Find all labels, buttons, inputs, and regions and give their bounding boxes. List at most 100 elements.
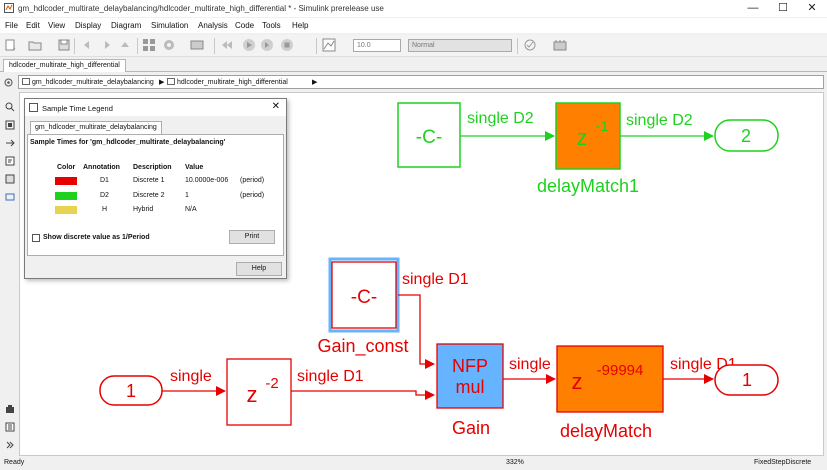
delay-input-block[interactable]: z -2 — [226, 358, 292, 426]
save-icon[interactable] — [57, 38, 71, 52]
menu-analysis[interactable]: Analysis — [198, 21, 228, 30]
model-settings-icon[interactable] — [162, 38, 176, 52]
forward-icon[interactable] — [100, 38, 114, 52]
scope-icon[interactable] — [322, 38, 336, 52]
status-zoom: 332% — [506, 459, 524, 466]
maximize-button[interactable]: ☐ — [778, 2, 788, 14]
signal-label-delay1-out: single D2 — [626, 112, 693, 129]
image-icon[interactable] — [5, 174, 15, 184]
close-button[interactable]: ✕ — [807, 2, 817, 14]
gain-const-name: Gain_const — [317, 336, 408, 357]
svg-text:z: z — [577, 125, 588, 150]
outport-2[interactable]: 2 — [714, 119, 779, 152]
legend-title-bar: Sample Time Legend ✕ — [25, 99, 286, 116]
legend-window-icon — [29, 103, 38, 112]
menu-help[interactable]: Help — [292, 21, 309, 30]
legend-col-color: Color — [57, 164, 76, 171]
model-explorer-icon[interactable] — [190, 38, 204, 52]
signal-delay-in-out[interactable] — [291, 390, 435, 400]
stop-time-field[interactable]: 10.0 — [353, 39, 401, 52]
step-back-icon[interactable] — [220, 38, 234, 52]
const-d2-block[interactable]: -C- — [397, 102, 461, 168]
fit-to-view-icon[interactable] — [5, 120, 15, 130]
delay-match1-block[interactable]: z -1 delayMatch1 — [537, 102, 639, 196]
screenshot-icon[interactable] — [5, 404, 15, 414]
open-folder-icon[interactable] — [28, 38, 42, 52]
title-bar: gm_hdlcoder_multirate_delaybalancing/hdl… — [0, 0, 827, 17]
gain-block[interactable]: NFP mul Gain — [436, 343, 504, 438]
gain-name: Gain — [452, 418, 490, 438]
arrow-icon[interactable] — [5, 138, 15, 148]
menu-tools[interactable]: Tools — [262, 21, 281, 30]
expand-palette-icon[interactable] — [5, 440, 15, 450]
legend-swatch — [55, 177, 77, 185]
hide-explorer-icon[interactable] — [4, 78, 13, 87]
back-icon[interactable] — [80, 38, 94, 52]
breadcrumb-child[interactable]: hdlcoder_multirate_high_differential — [167, 78, 288, 86]
new-model-icon[interactable] — [3, 38, 17, 52]
menu-bar: File Edit View Display Diagram Simulatio… — [0, 18, 827, 33]
status-ready: Ready — [4, 459, 25, 466]
property-inspector-icon[interactable] — [5, 422, 15, 432]
toolbar: 10.0 Normal — [0, 35, 827, 57]
menu-file[interactable]: File — [5, 21, 18, 30]
menu-code[interactable]: Code — [235, 21, 255, 30]
svg-text:z: z — [572, 369, 583, 394]
delay-match-name: delayMatch — [560, 421, 652, 441]
menu-edit[interactable]: Edit — [26, 21, 40, 30]
show-period-label: Show discrete value as 1/Period — [43, 234, 150, 241]
menu-view[interactable]: View — [48, 21, 66, 30]
menu-simulation[interactable]: Simulation — [151, 21, 189, 30]
build-icon[interactable] — [553, 38, 567, 52]
legend-title: Sample Time Legend — [42, 104, 113, 113]
legend-close-icon[interactable]: ✕ — [271, 101, 280, 112]
delay-input-exponent: -2 — [265, 375, 278, 392]
block-diagram: -C- single D2 z -1 delayMatch1 single D2… — [99, 102, 779, 441]
breadcrumb-root[interactable]: gm_hdlcoder_multirate_delaybalancing — [22, 78, 154, 86]
simulink-logo-icon — [4, 3, 14, 13]
print-button[interactable]: Print — [229, 230, 275, 244]
signal-label-gain-out: single — [509, 356, 551, 373]
area-icon[interactable] — [5, 192, 15, 202]
delay-match-block[interactable]: z -99994 delayMatch — [556, 345, 664, 441]
show-period-checkbox[interactable] — [32, 234, 40, 242]
simulation-mode-select[interactable]: Normal — [408, 39, 512, 52]
model-advisor-icon[interactable] — [523, 38, 537, 52]
legend-panel: Sample Times for 'gm_hdlcoder_multirate_… — [27, 134, 284, 256]
up-level-icon[interactable] — [118, 38, 132, 52]
delay-match1-exponent: -1 — [595, 118, 608, 135]
model-tab-strip: hdlcoder_multirate_high_differential — [0, 58, 827, 72]
legend-swatch — [55, 206, 77, 214]
minimize-button[interactable]: — — [747, 2, 759, 14]
svg-text:z: z — [247, 382, 258, 407]
gain-const-label: -C- — [351, 287, 377, 308]
gain-line2: mul — [455, 377, 484, 397]
outport-1[interactable]: 1 — [714, 364, 779, 396]
delay-match-exponent: -99994 — [597, 362, 644, 379]
tab-model[interactable]: hdlcoder_multirate_high_differential — [3, 59, 126, 72]
step-forward-icon[interactable] — [260, 38, 274, 52]
gain-line1: NFP — [452, 356, 488, 376]
help-button[interactable]: Help — [236, 262, 282, 276]
inport-1[interactable]: 1 — [99, 375, 163, 406]
library-browser-icon[interactable] — [142, 38, 156, 52]
breadcrumb-end-icon: ▶ — [312, 79, 318, 86]
status-solver[interactable]: FixedStepDiscrete — [754, 459, 812, 466]
zoom-icon[interactable] — [5, 102, 15, 112]
menu-diagram[interactable]: Diagram — [111, 21, 142, 30]
menu-display[interactable]: Display — [75, 21, 102, 30]
annotation-icon[interactable] — [5, 156, 15, 166]
legend-heading: Sample Times for 'gm_hdlcoder_multirate_… — [30, 139, 226, 146]
const-d2-label: -C- — [416, 127, 442, 148]
inport-1-label: 1 — [126, 381, 136, 401]
gain-const-block[interactable]: -C- Gain_const — [317, 257, 409, 357]
stop-icon[interactable] — [280, 38, 294, 52]
tool-palette — [0, 92, 19, 456]
run-icon[interactable] — [242, 38, 256, 52]
signal-gain-const[interactable] — [398, 294, 435, 369]
legend-tab-model[interactable]: gm_hdlcoder_multirate_delaybalancing — [30, 121, 162, 134]
legend-col-value: Value — [185, 164, 204, 171]
sample-time-legend-dialog: Sample Time Legend ✕ gm_hdlcoder_multira… — [24, 98, 287, 279]
breadcrumb: gm_hdlcoder_multirate_delaybalancing ▶ h… — [18, 75, 824, 89]
